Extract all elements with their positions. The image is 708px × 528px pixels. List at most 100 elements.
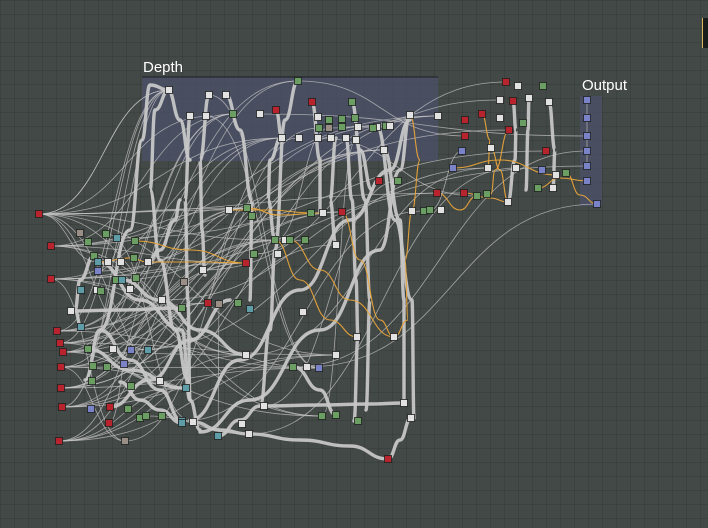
graph-node-gray[interactable] xyxy=(76,229,84,237)
graph-node-red[interactable] xyxy=(57,384,65,392)
graph-node-teal[interactable] xyxy=(77,286,85,294)
graph-node-green[interactable] xyxy=(88,377,96,385)
graph-node-green[interactable] xyxy=(338,123,346,131)
graph-node-white[interactable] xyxy=(342,134,350,142)
graph-node-white[interactable] xyxy=(245,430,253,438)
graph-node-green[interactable] xyxy=(124,405,132,413)
graph-node-blue[interactable] xyxy=(315,364,323,372)
graph-node-red[interactable] xyxy=(47,242,55,250)
graph-node-green[interactable] xyxy=(534,184,542,192)
highlighted-wire[interactable] xyxy=(565,172,598,205)
graph-node-red[interactable] xyxy=(35,210,43,218)
graph-node-red[interactable] xyxy=(53,327,61,335)
thin-wire[interactable] xyxy=(38,213,149,351)
thick-wire[interactable] xyxy=(344,136,360,423)
thin-wire[interactable] xyxy=(50,278,126,442)
thin-wire[interactable] xyxy=(38,137,283,215)
thin-wire[interactable] xyxy=(60,366,126,442)
highlighted-wire[interactable] xyxy=(341,211,395,338)
graph-node-white[interactable] xyxy=(549,184,557,192)
thick-wire[interactable] xyxy=(247,432,390,461)
graph-node-green[interactable] xyxy=(351,114,359,122)
thin-wire[interactable] xyxy=(38,115,213,215)
highlighted-wire[interactable] xyxy=(452,159,557,176)
output-frame-title[interactable]: Output xyxy=(582,77,628,94)
thin-wire[interactable] xyxy=(274,127,330,241)
graph-node-white[interactable] xyxy=(332,351,340,359)
graph-node-green[interactable] xyxy=(318,412,326,420)
thin-wire[interactable] xyxy=(50,211,343,280)
graph-node-green[interactable] xyxy=(519,119,527,127)
highlighted-wire[interactable] xyxy=(436,192,478,211)
graph-node-green[interactable] xyxy=(473,192,481,200)
thin-wire[interactable] xyxy=(124,137,300,442)
thin-wire[interactable] xyxy=(61,354,337,408)
graph-node-white[interactable] xyxy=(484,164,492,172)
graph-node-teal[interactable] xyxy=(144,346,152,354)
thin-wire[interactable] xyxy=(263,180,399,407)
graph-node-white[interactable] xyxy=(295,134,303,142)
thin-wire[interactable] xyxy=(56,89,170,332)
graph-node-white[interactable] xyxy=(126,285,134,293)
graph-node-green[interactable] xyxy=(248,212,256,220)
graph-node-green[interactable] xyxy=(338,115,346,123)
highlighted-wire[interactable] xyxy=(409,114,421,212)
graph-node-red[interactable] xyxy=(542,147,550,155)
highlighted-wire[interactable] xyxy=(289,239,395,338)
graph-node-teal[interactable] xyxy=(113,234,121,242)
graph-node-green[interactable] xyxy=(102,230,110,238)
graph-node-gray[interactable] xyxy=(121,437,129,445)
graph-node-green[interactable] xyxy=(286,236,294,244)
thin-wire[interactable] xyxy=(58,354,247,442)
graph-node-red[interactable] xyxy=(505,126,513,134)
graph-node-white[interactable] xyxy=(319,209,327,217)
thick-wire[interactable] xyxy=(69,306,182,313)
thin-wire[interactable] xyxy=(58,207,248,442)
thin-wire[interactable] xyxy=(61,149,385,408)
graph-node-green[interactable] xyxy=(142,412,150,420)
thick-wire[interactable] xyxy=(198,113,412,434)
graph-node-white[interactable] xyxy=(408,207,416,215)
thick-wire[interactable] xyxy=(506,99,518,204)
thin-wire[interactable] xyxy=(123,244,337,365)
graph-node-green[interactable] xyxy=(97,287,105,295)
thin-wire[interactable] xyxy=(297,80,466,137)
graph-node-teal[interactable] xyxy=(77,323,85,331)
graph-node-red[interactable] xyxy=(461,132,469,140)
graph-node-white[interactable] xyxy=(205,91,213,99)
highlighted-wire[interactable] xyxy=(147,261,247,264)
graph-node-blue[interactable] xyxy=(583,162,591,170)
highlighted-wire[interactable] xyxy=(228,209,312,214)
thick-wire[interactable] xyxy=(524,96,531,192)
graph-node-green[interactable] xyxy=(289,363,297,371)
graph-node-green[interactable] xyxy=(84,345,92,353)
graph-node-white[interactable] xyxy=(278,134,286,142)
graph-node-white[interactable] xyxy=(186,112,194,120)
graph-node-green[interactable] xyxy=(369,124,377,132)
graph-node-white[interactable] xyxy=(386,122,394,130)
graph-node-white[interactable] xyxy=(104,258,112,266)
graph-node-white[interactable] xyxy=(165,86,173,94)
highlighted-wire[interactable] xyxy=(490,147,509,203)
graph-node-red[interactable] xyxy=(478,110,486,118)
graph-node-red[interactable] xyxy=(59,348,67,356)
graph-node-white[interactable] xyxy=(512,164,520,172)
thin-wire[interactable] xyxy=(59,207,248,344)
thick-wire[interactable] xyxy=(382,148,406,405)
thin-wire[interactable] xyxy=(38,213,276,241)
thin-wire[interactable] xyxy=(208,94,320,369)
graph-node-white[interactable] xyxy=(303,363,311,371)
graph-node-red[interactable] xyxy=(204,299,212,307)
graph-node-white[interactable] xyxy=(353,333,361,341)
thick-wire[interactable] xyxy=(146,198,182,264)
thin-wire[interactable] xyxy=(50,113,234,247)
graph-node-gray[interactable] xyxy=(180,278,188,286)
graph-node-teal[interactable] xyxy=(94,258,102,266)
thick-wire[interactable] xyxy=(86,347,184,390)
graph-node-green[interactable] xyxy=(243,204,251,212)
graph-node-white[interactable] xyxy=(327,134,335,142)
graph-node-white[interactable] xyxy=(407,414,415,422)
graph-node-white[interactable] xyxy=(487,144,495,152)
graph-node-green[interactable] xyxy=(103,363,111,371)
